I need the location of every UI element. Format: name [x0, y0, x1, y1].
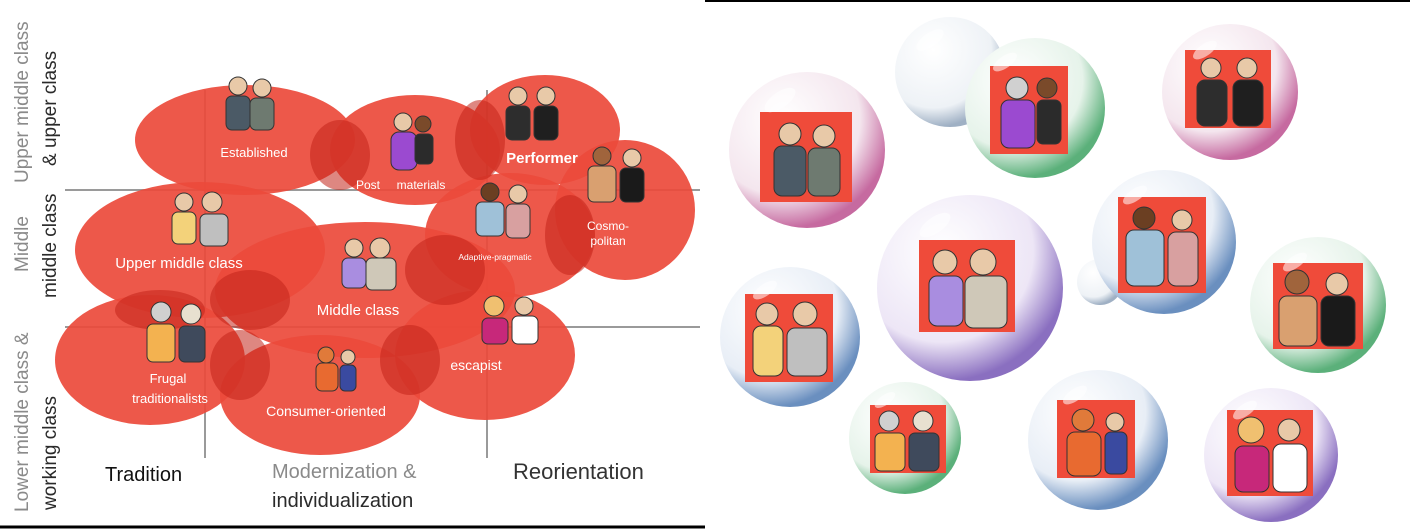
overlap-regions — [115, 100, 595, 400]
y-label-upper-b: & upper class — [40, 51, 61, 166]
x-label-reorientation: Reorientation — [513, 459, 644, 484]
people-pair-icon — [773, 122, 841, 197]
people-pair-icon — [171, 191, 229, 247]
label-traditionalists: traditionalists — [132, 391, 208, 406]
bubble-middle-class — [877, 195, 1063, 381]
bubble-cosmopolitan — [1250, 237, 1386, 373]
bubble-adaptive-pragmatic — [1092, 170, 1236, 314]
people-pair-icon — [1125, 206, 1199, 287]
label-frugal: Frugal — [150, 371, 187, 386]
x-label-individualization: individualization — [272, 490, 413, 512]
bubble-escapist — [1204, 388, 1338, 522]
people-pair-icon — [505, 86, 559, 141]
people-pair-icon — [1234, 416, 1308, 493]
people-pair-icon — [1278, 269, 1356, 347]
people-pair-icon — [1066, 408, 1128, 477]
people-pair-icon — [475, 182, 531, 239]
segment-labels: Established Post materials Performer Upp… — [115, 145, 629, 419]
milieu-diagram: Established Post materials Performer Upp… — [0, 21, 705, 529]
people-pair-icon — [225, 76, 275, 131]
y-label-lower-b: working class — [40, 396, 61, 511]
bubble-upper-middle-class — [720, 267, 860, 407]
x-label-modernization: Modernization & — [272, 461, 417, 483]
bubble-group — [720, 17, 1386, 522]
label-escapist: escapist — [450, 357, 501, 373]
people-pair-icon — [587, 146, 645, 203]
bubble-frugal-traditionalists — [849, 382, 961, 494]
bubble-post-materials — [965, 38, 1105, 178]
label-established: Established — [220, 145, 287, 160]
label-upper-middle-class: Upper middle class — [115, 255, 243, 272]
y-axis-labels: Upper middle class & upper class Middle … — [12, 21, 61, 512]
milieu-diagram-panel: Established Post materials Performer Upp… — [0, 21, 705, 529]
label-performer: Performer — [506, 150, 578, 167]
people-pair-icon — [928, 248, 1008, 329]
label-materials: materials — [397, 178, 446, 192]
people-pair-icon — [481, 295, 539, 345]
y-label-middle-b: middle class — [40, 193, 61, 298]
people-pair-icon — [752, 301, 828, 377]
x-label-tradition: Tradition — [105, 464, 182, 486]
bubble-highlights — [753, 29, 1307, 420]
people-pair-icon — [874, 410, 940, 472]
people-pair-icon — [1000, 76, 1062, 149]
people-pair-icon — [341, 237, 397, 291]
people-pair-icon — [146, 301, 206, 363]
bubbles-illustration — [705, 0, 1410, 522]
y-label-upper-a: Upper middle class — [12, 21, 33, 183]
label-adaptive-pragmatic: Adaptive-pragmatic — [458, 252, 532, 262]
blob-established — [135, 85, 355, 195]
label-politan: politan — [590, 234, 625, 248]
label-post: Post — [356, 178, 381, 192]
label-middle-class: Middle class — [317, 302, 400, 319]
people-pair-icon — [1196, 57, 1264, 127]
x-axis-labels: Tradition Modernization & individualizat… — [105, 459, 644, 512]
bubble-established — [729, 72, 885, 228]
bubbles-panel — [705, 0, 1410, 530]
bubble-consumer-oriented — [1028, 370, 1168, 510]
label-cosmo: Cosmo- — [587, 219, 629, 233]
people-pair-icon — [315, 346, 357, 392]
people-pair-icon — [390, 112, 434, 171]
y-label-lower-a: Lower middle class & — [12, 332, 33, 512]
y-label-middle-a: Middle — [12, 216, 33, 272]
bubble-performer — [1162, 24, 1298, 160]
diagram-icons — [146, 76, 645, 392]
label-consumer-oriented: Consumer-oriented — [266, 403, 386, 419]
